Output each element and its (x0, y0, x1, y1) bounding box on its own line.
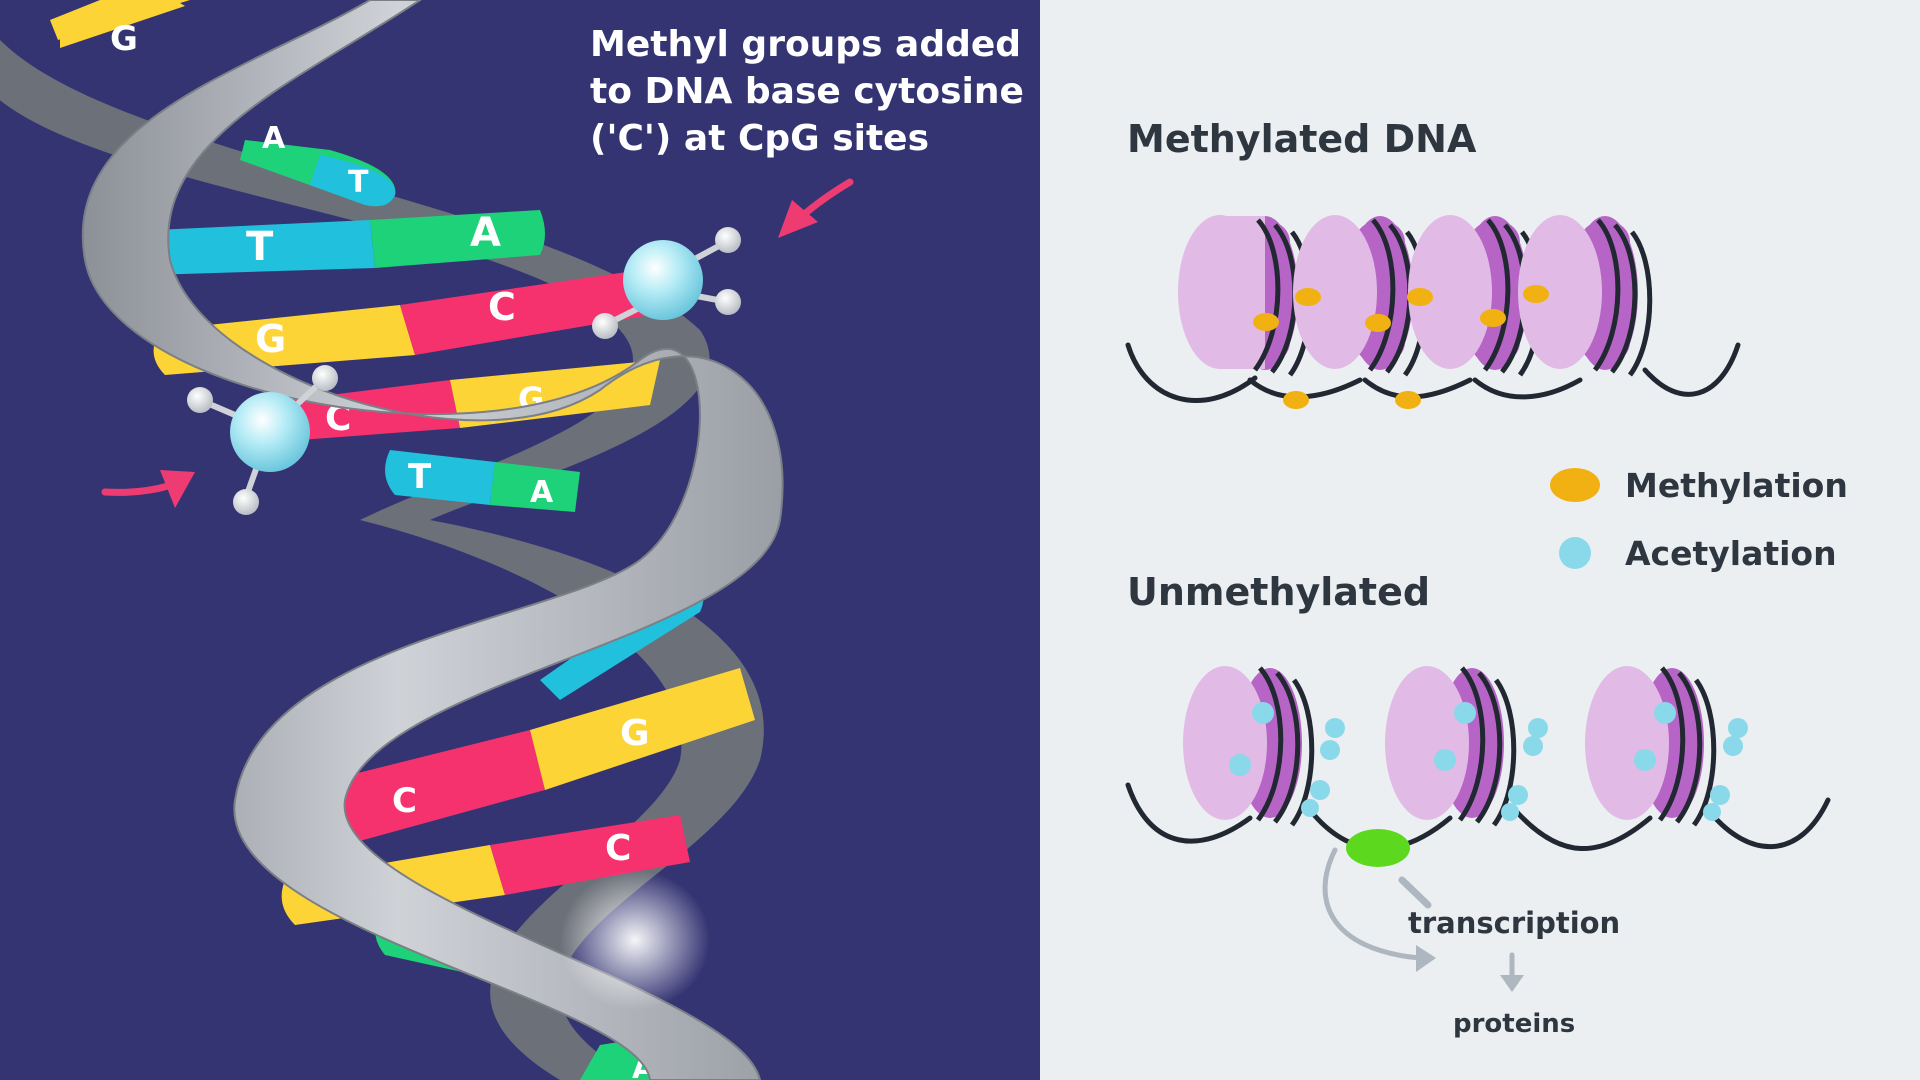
pointer-arrow-lower (101, 470, 195, 508)
legend: Methylation Acetylation (1550, 466, 1848, 573)
nucleosome (1385, 666, 1548, 827)
nucleosome (1408, 215, 1543, 377)
rung-4-left-label: G (255, 317, 286, 361)
transcription-label: transcription (1408, 906, 1620, 940)
methyl-group-lower (187, 365, 338, 515)
methylation-legend-swatch (1550, 468, 1600, 502)
nucleosome (1585, 666, 1748, 827)
rung-4-right-label: C (488, 285, 516, 329)
methylated-dna-heading: Methylated DNA (1127, 117, 1477, 161)
pointer-arrow-upper (778, 178, 854, 238)
methyl-group-upper (592, 227, 741, 339)
nucleosome (1183, 666, 1345, 827)
transcription-tick (1398, 876, 1432, 909)
methylation-marks (1253, 285, 1549, 409)
rung-6-right-label: A (530, 475, 554, 510)
rna-polymerase (1346, 829, 1410, 867)
rung-2-left-label: A (262, 121, 286, 156)
methyl-carbon-atom (623, 240, 703, 320)
rung-6: T A (385, 450, 580, 512)
methyl-carbon-atom (230, 392, 310, 472)
rung-6-left-label: T (408, 457, 432, 497)
acetylation-legend-swatch (1559, 537, 1591, 569)
down-arrow-head (1500, 975, 1524, 992)
caption-line-3: ('C') at CpG sites (590, 118, 929, 159)
curved-arrow-head (1416, 945, 1436, 972)
rung-3-left-label: T (246, 224, 274, 270)
nucleosome (1518, 215, 1653, 377)
dna-helix: G A T T A G C C G T (0, 0, 784, 1080)
right-panel-background (1040, 0, 1920, 1080)
rung-9-right-label: C (605, 828, 631, 869)
methylation-legend-label: Methylation (1625, 466, 1848, 505)
rung-8-right-label: G (620, 713, 650, 754)
caption-line-1: Methyl groups added (590, 24, 1021, 65)
caption: Methyl groups added to DNA base cytosine… (590, 24, 1024, 159)
caption-line-2: to DNA base cytosine (590, 71, 1024, 112)
rung-3-right-label: A (470, 210, 501, 256)
light-glow (560, 870, 710, 1010)
transcription-flow: transcription proteins (1322, 847, 1620, 1039)
rung-1-left-label: G (110, 19, 138, 59)
rung-2: A T (240, 121, 396, 207)
rung-8-left-label: C (392, 781, 417, 821)
unmethylated-chromatin (1125, 666, 1831, 867)
proteins-label: proteins (1453, 1009, 1575, 1039)
unmethylated-heading: Unmethylated (1127, 570, 1430, 614)
rung-8: C G (330, 668, 755, 845)
nucleosome (1178, 215, 1313, 377)
acetylation-legend-label: Acetylation (1625, 534, 1837, 573)
rung-3: T A (150, 210, 545, 275)
methylated-chromatin (1125, 215, 1741, 409)
rung-1: G (50, 0, 190, 59)
curved-arrow (1322, 847, 1423, 961)
rung-2-right-label: T (348, 165, 369, 200)
